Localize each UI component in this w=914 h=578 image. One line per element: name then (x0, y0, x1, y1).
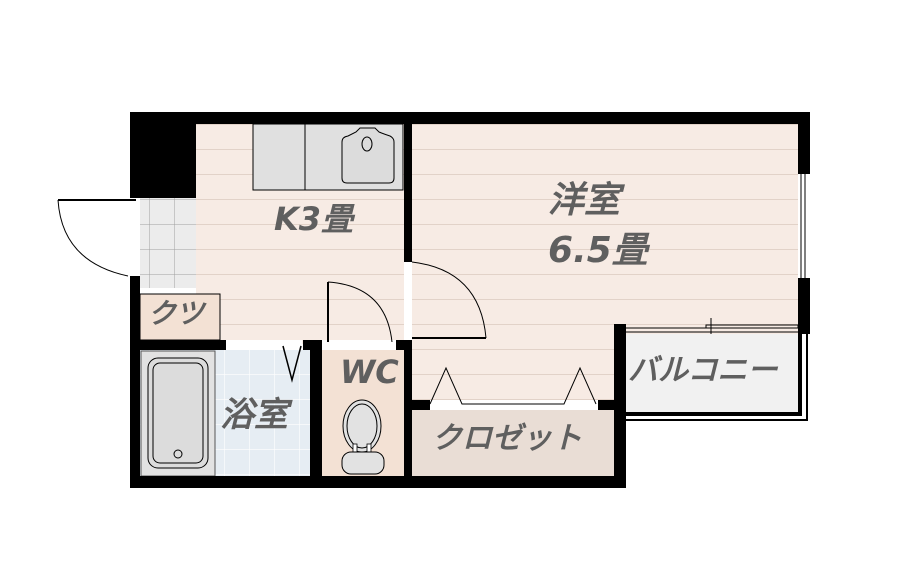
doorway (404, 262, 412, 340)
bathroom-label: 浴室 (220, 395, 288, 435)
kitchen-label: K3畳 (274, 200, 354, 238)
faucet-icon (361, 136, 373, 152)
window-right (798, 174, 810, 278)
wc-door (322, 281, 396, 350)
entrance-door (57, 199, 136, 277)
closet-label: クロゼット (432, 421, 582, 456)
western-room-name: 洋室 (548, 180, 621, 221)
shoe-closet-label: クツ (148, 297, 205, 330)
toilet-label: WC (340, 353, 399, 391)
western-room-size: 6.5畳 (548, 230, 648, 271)
toilet-area (322, 350, 406, 476)
balcony-railing (626, 334, 808, 421)
drain-icon (173, 449, 183, 459)
closet-area (412, 410, 618, 486)
closet-doors (429, 366, 598, 410)
bathroom-area (140, 350, 312, 477)
balcony-sliding-door (626, 318, 799, 334)
entrance-area (140, 198, 196, 288)
kitchen-counter (252, 123, 404, 191)
balcony-area (626, 334, 798, 416)
walls (130, 112, 810, 488)
sink-icon (341, 127, 395, 184)
bathroom-door (226, 340, 302, 383)
balcony-label: バルコニー (628, 353, 778, 388)
western-room-door (411, 261, 487, 339)
